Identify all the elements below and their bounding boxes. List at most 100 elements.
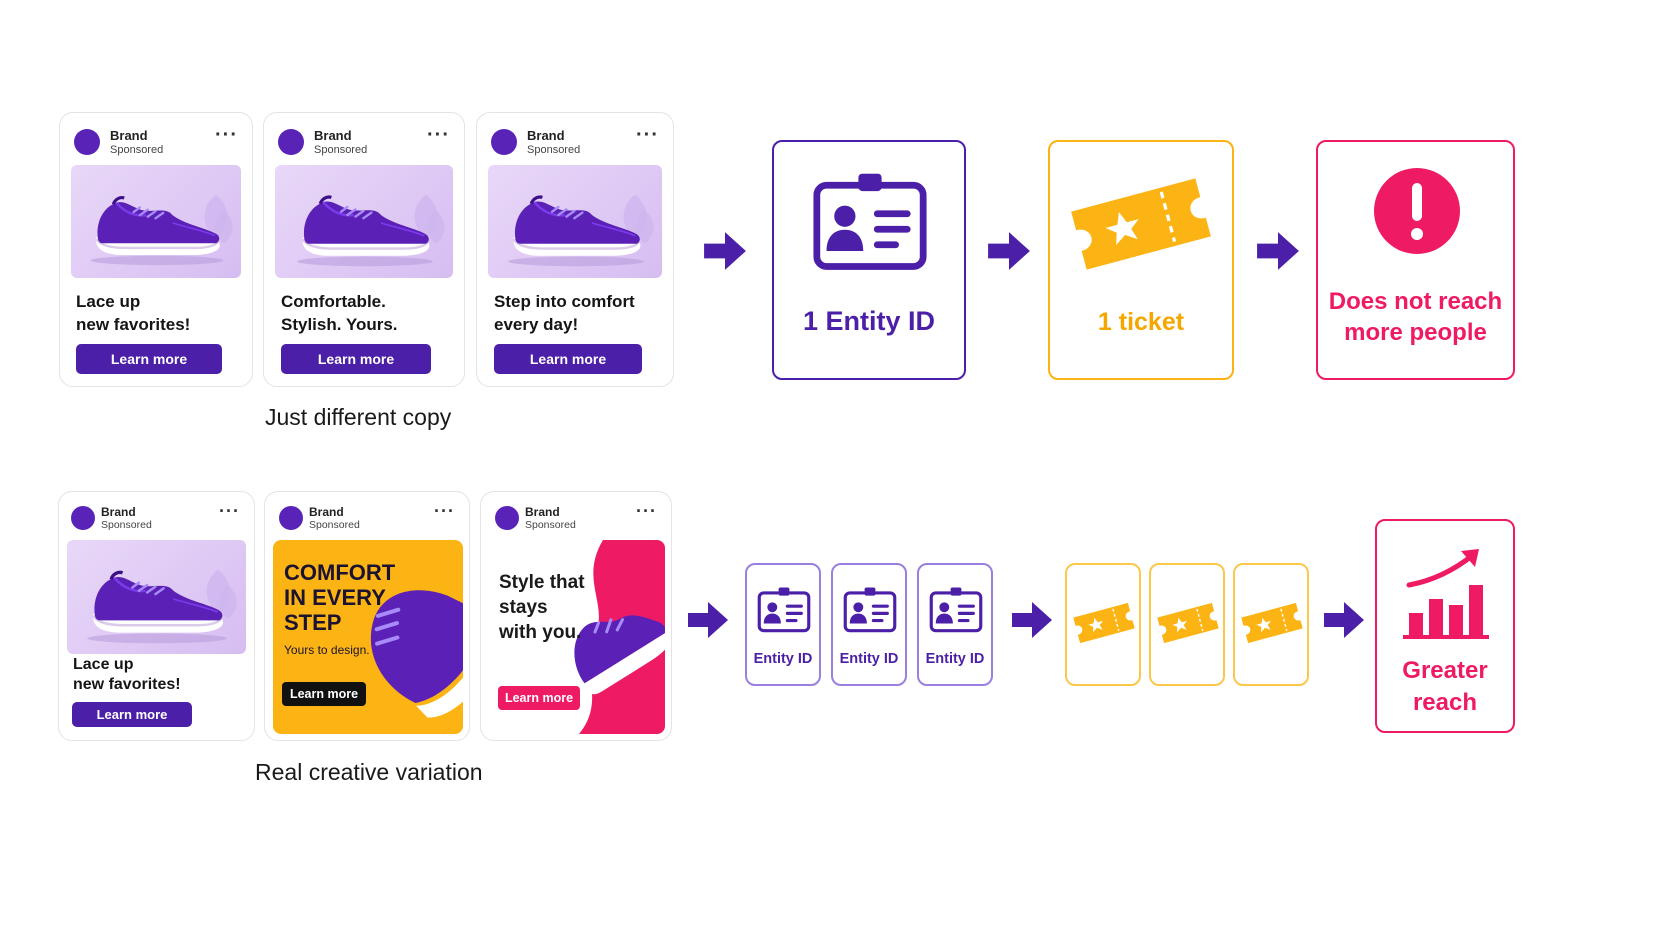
ticket-icon [1239, 599, 1305, 647]
avatar [495, 506, 519, 530]
sponsored-label: Sponsored [527, 144, 581, 156]
ad-copy-line: every day! [494, 315, 579, 334]
ad-header: Brand Sponsored ··· [71, 501, 240, 536]
learn-more-button[interactable]: Learn more [281, 344, 431, 374]
ticket-box-small [1233, 563, 1309, 686]
shoe-image [71, 165, 241, 278]
id-badge-icon [843, 587, 897, 633]
sponsored-label: Sponsored [101, 519, 152, 531]
shoe-image [488, 165, 662, 278]
ad-header: Brand Sponsored ··· [279, 501, 455, 536]
ad-card-3: Brand Sponsored ··· Step into comfort ev… [476, 112, 674, 387]
sponsored-label: Sponsored [525, 519, 576, 531]
more-dots-icon[interactable]: ··· [219, 501, 240, 521]
avatar [279, 506, 303, 530]
creative-headline: Style that stays with you. [499, 570, 585, 645]
more-dots-icon[interactable]: ··· [636, 124, 659, 146]
brand-name: Brand [525, 505, 560, 519]
entity-id-label: Entity ID [753, 651, 813, 667]
avatar [278, 129, 304, 155]
creative-subtext: Yours to design. [284, 643, 370, 657]
headline-line: COMFORT [284, 560, 396, 585]
shoe-illustration [506, 194, 654, 268]
more-dots-icon[interactable]: ··· [636, 501, 657, 521]
ticket-icon [1155, 599, 1221, 647]
growth-chart-icon [1403, 549, 1489, 639]
creative-headline: COMFORT IN EVERY STEP [284, 560, 395, 635]
ad-copy: Lace up new favorites! [73, 655, 181, 695]
headline-line: IN EVERY [284, 585, 386, 610]
ad-card-1: Brand Sponsored ··· Lace up new favorite… [59, 112, 253, 387]
headline-line: stays [499, 597, 548, 618]
arrow-right-icon [686, 598, 730, 642]
arrow-right-icon [702, 228, 748, 274]
arrow-right-icon [1010, 598, 1054, 642]
alert-icon [1374, 168, 1460, 254]
creative-pink: Style that stays with you. Learn more [483, 540, 665, 734]
ticket-box: 1 ticket [1048, 140, 1234, 380]
headline-line: Style that [499, 572, 585, 593]
ticket-label: 1 ticket [1097, 308, 1185, 336]
id-badge-icon [929, 587, 983, 633]
result-box-positive: Greater reach [1375, 519, 1515, 733]
shoe-image [67, 540, 246, 654]
ad-header: Brand Sponsored ··· [491, 124, 659, 159]
brand-name: Brand [110, 128, 148, 143]
sponsored-label: Sponsored [110, 144, 164, 156]
ad-copy-line: Stylish. Yours. [281, 315, 398, 334]
ticket-icon [1066, 170, 1216, 278]
id-badge-icon [812, 172, 928, 272]
caption-bottom: Real creative variation [255, 759, 483, 785]
result-label-line: Does not reach [1328, 288, 1503, 315]
ad-header: Brand Sponsored ··· [495, 501, 657, 536]
ad-copy-line: Lace up [73, 656, 134, 673]
entity-id-label: Entity ID [925, 651, 985, 667]
brand-name: Brand [101, 505, 136, 519]
result-box-negative: Does not reach more people [1316, 140, 1515, 380]
entity-id-box: 1 Entity ID [772, 140, 966, 380]
more-dots-icon[interactable]: ··· [215, 124, 238, 146]
entity-id-box-small: Entity ID [831, 563, 907, 686]
learn-more-button[interactable]: Learn more [76, 344, 222, 374]
learn-more-button[interactable]: Learn more [498, 686, 580, 710]
ticket-icon [1071, 599, 1137, 647]
ad-copy-line: new favorites! [76, 315, 191, 334]
ad-copy-line: new favorites! [73, 676, 181, 693]
ad-card-variant-3: Brand Sponsored ··· Style that stays wit… [480, 491, 672, 741]
arrow-right-icon [986, 228, 1032, 274]
arrow-right-icon [1322, 598, 1366, 642]
shoe-illustration [85, 569, 237, 645]
ad-card-2: Brand Sponsored ··· Comfortable. Stylish… [263, 112, 465, 387]
ad-copy-line: Step into comfort [494, 292, 635, 311]
ad-header: Brand Sponsored ··· [74, 124, 238, 159]
id-badge-icon [757, 587, 811, 633]
ad-copy: Step into comfort every day! [494, 290, 635, 336]
more-dots-icon[interactable]: ··· [434, 501, 455, 521]
learn-more-button[interactable]: Learn more [282, 682, 366, 706]
result-label-line: reach [1412, 689, 1478, 716]
ad-header: Brand Sponsored ··· [278, 124, 450, 159]
caption-top: Just different copy [265, 404, 452, 430]
learn-more-button[interactable]: Learn more [72, 702, 192, 727]
avatar [74, 129, 100, 155]
entity-id-label: 1 Entity ID [802, 306, 936, 336]
result-label: Greater reach [1377, 655, 1513, 719]
more-dots-icon[interactable]: ··· [427, 124, 450, 146]
learn-more-button[interactable]: Learn more [494, 344, 642, 374]
ad-copy: Comfortable. Stylish. Yours. [281, 290, 398, 336]
shoe-illustration [89, 194, 233, 267]
shoe-image [275, 165, 453, 278]
brand-name: Brand [309, 505, 344, 519]
ad-copy-line: Lace up [76, 292, 141, 311]
arrow-right-icon [1255, 228, 1301, 274]
sponsored-label: Sponsored [314, 144, 368, 156]
shoe-illustration [295, 194, 445, 268]
avatar [71, 506, 95, 530]
ad-card-variant-1: Brand Sponsored ··· Lace up new favorite… [58, 491, 255, 741]
entity-id-label: Entity ID [839, 651, 899, 667]
result-label-line: Greater [1402, 657, 1488, 684]
ad-copy-line: Comfortable. [281, 292, 386, 311]
result-label-line: more people [1344, 319, 1487, 346]
ticket-box-small [1149, 563, 1225, 686]
entity-id-box-small: Entity ID [745, 563, 821, 686]
